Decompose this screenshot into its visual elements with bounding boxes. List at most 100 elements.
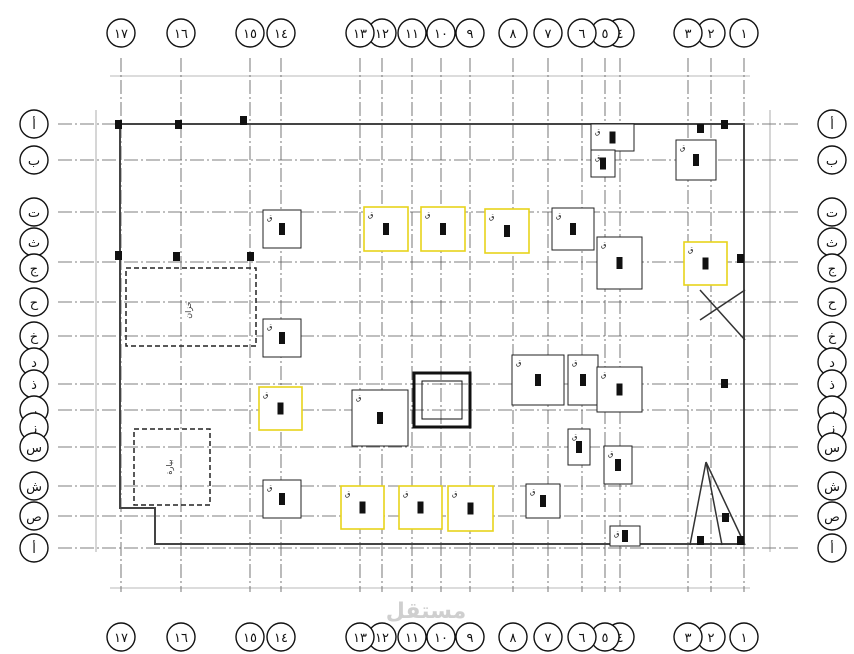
watermark: مستقل: [386, 599, 466, 624]
row-axis-bubble-left: ت: [19, 197, 49, 227]
axis-bubble-circle: [426, 622, 456, 652]
column-stub: [616, 383, 623, 396]
axis-bubble-circle: [729, 18, 759, 48]
row-axis-bubble-left: ص: [19, 501, 49, 531]
column-stub: [383, 223, 389, 235]
footing-tag: ق: [452, 490, 457, 498]
axis-label: ج: [30, 262, 39, 277]
axis-label: س: [824, 441, 840, 456]
axis-label: ١٠: [434, 631, 448, 646]
footing-tag: ق: [688, 246, 693, 254]
septic-label: بيارة: [165, 459, 174, 474]
axis-bubble-circle: [266, 18, 296, 48]
row-axis-bubble-left: ج: [19, 253, 49, 283]
column-axis-bubble-bottom: ٣: [673, 622, 703, 652]
column-axis-bubble-top: ٨: [498, 18, 528, 48]
row-axis-bubble-left: ب: [19, 145, 49, 175]
axis-bubble-circle: [817, 145, 847, 175]
elevator-core: [412, 371, 472, 429]
axis-label: ١٢: [375, 27, 389, 42]
perimeter-column: [115, 251, 122, 260]
axis-label: ١٤: [274, 631, 288, 646]
column-axis-bubble-top: ٧: [533, 18, 563, 48]
tank-label: خزان: [184, 301, 193, 319]
axis-bubble-circle: [19, 109, 49, 139]
row-axis-bubble-left: خ: [19, 321, 49, 351]
perimeter-column: [697, 536, 704, 545]
axis-bubble-circle: [567, 622, 597, 652]
column-stub: [622, 530, 628, 542]
axis-label: ١٣: [353, 27, 367, 42]
footing-outline: [590, 123, 635, 152]
row-axis-bubble-right: ج: [817, 253, 847, 283]
axis-label: أ: [32, 540, 36, 557]
footing-tag: ق: [530, 488, 535, 496]
row-axis-bubble-right: ص: [817, 501, 847, 531]
footing: ق: [683, 241, 728, 286]
column-axis-bubble-top: ١٥: [235, 18, 265, 48]
axis-bubble-circle: [673, 622, 703, 652]
axis-label: ٣: [685, 631, 692, 646]
footing: ق: [511, 354, 565, 406]
axis-label: ز: [828, 421, 835, 436]
axis-bubble-circle: [19, 197, 49, 227]
axis-bubble-circle: [19, 253, 49, 283]
axis-label: أ: [32, 116, 36, 133]
footing-tag: ق: [614, 530, 619, 538]
perimeter-column: [240, 116, 247, 125]
footing-tag: ق: [572, 433, 577, 441]
axis-label: ١٥: [243, 27, 257, 42]
row-axis-bubble-left: ث: [19, 227, 49, 257]
footing: ق: [262, 209, 302, 249]
axis-label: ١٠: [434, 27, 448, 42]
footing-tag: ق: [345, 490, 350, 498]
axis-label: ٥: [602, 27, 609, 42]
axis-label: ١: [741, 27, 748, 42]
axis-bubble-circle: [19, 533, 49, 563]
axis-label: د: [829, 356, 835, 371]
footing-tag: ق: [601, 241, 606, 249]
axis-bubble-circle: [817, 533, 847, 563]
row-axis-bubble-right: ث: [817, 227, 847, 257]
footing-tag: ق: [516, 359, 521, 367]
column-axis-bubble-bottom: ٩: [455, 622, 485, 652]
footing: ق: [596, 236, 643, 290]
row-axis-bubble-right: ش: [817, 471, 847, 501]
row-axis-bubble-right: أ: [817, 109, 847, 139]
axis-bubble-circle: [817, 471, 847, 501]
column-axis-bubble-bottom: ٦: [567, 622, 597, 652]
column-axis-bubble-bottom: ١٦: [166, 622, 196, 652]
column-axis-bubble-top: ١٠: [426, 18, 456, 48]
column-axis-bubble-top: ١١: [397, 18, 427, 48]
column-stub: [609, 131, 616, 144]
axis-label: ح: [828, 296, 837, 311]
footing-tag: ق: [425, 211, 430, 219]
column-stub: [467, 502, 474, 515]
axis-label: خ: [30, 330, 39, 345]
axis-bubble-circle: [166, 622, 196, 652]
footing-tag: ق: [680, 144, 685, 152]
axis-label: ١٤: [274, 27, 288, 42]
column-axis-bubble-bottom: ١٤: [266, 622, 296, 652]
row-axis-bubble-right: ب: [817, 145, 847, 175]
column-axis-bubble-top: ١: [729, 18, 759, 48]
column-axis-bubble-bottom: ١٣: [345, 622, 375, 652]
column-axis-bubble-bottom: ١٧: [106, 622, 136, 652]
footing-tag: ق: [368, 211, 373, 219]
footing-tag: ق: [403, 490, 408, 498]
row-axis-bubble-right: خ: [817, 321, 847, 351]
axis-label: ش: [824, 480, 840, 495]
column-axis-bubble-top: ١٣: [345, 18, 375, 48]
column-axis-bubble-bottom: ٨: [498, 622, 528, 652]
row-axis-bubble-left: أ: [19, 109, 49, 139]
column-stub: [359, 501, 366, 514]
building-outline: خزان بيارة: [119, 123, 746, 546]
column-axis-bubble-bottom: ١١: [397, 622, 427, 652]
axis-bubble-circle: [533, 622, 563, 652]
axis-bubble-circle: [166, 18, 196, 48]
perimeter-column: [721, 379, 728, 388]
axis-label: ص: [824, 510, 840, 525]
row-axis-bubble-left: أ: [19, 533, 49, 563]
